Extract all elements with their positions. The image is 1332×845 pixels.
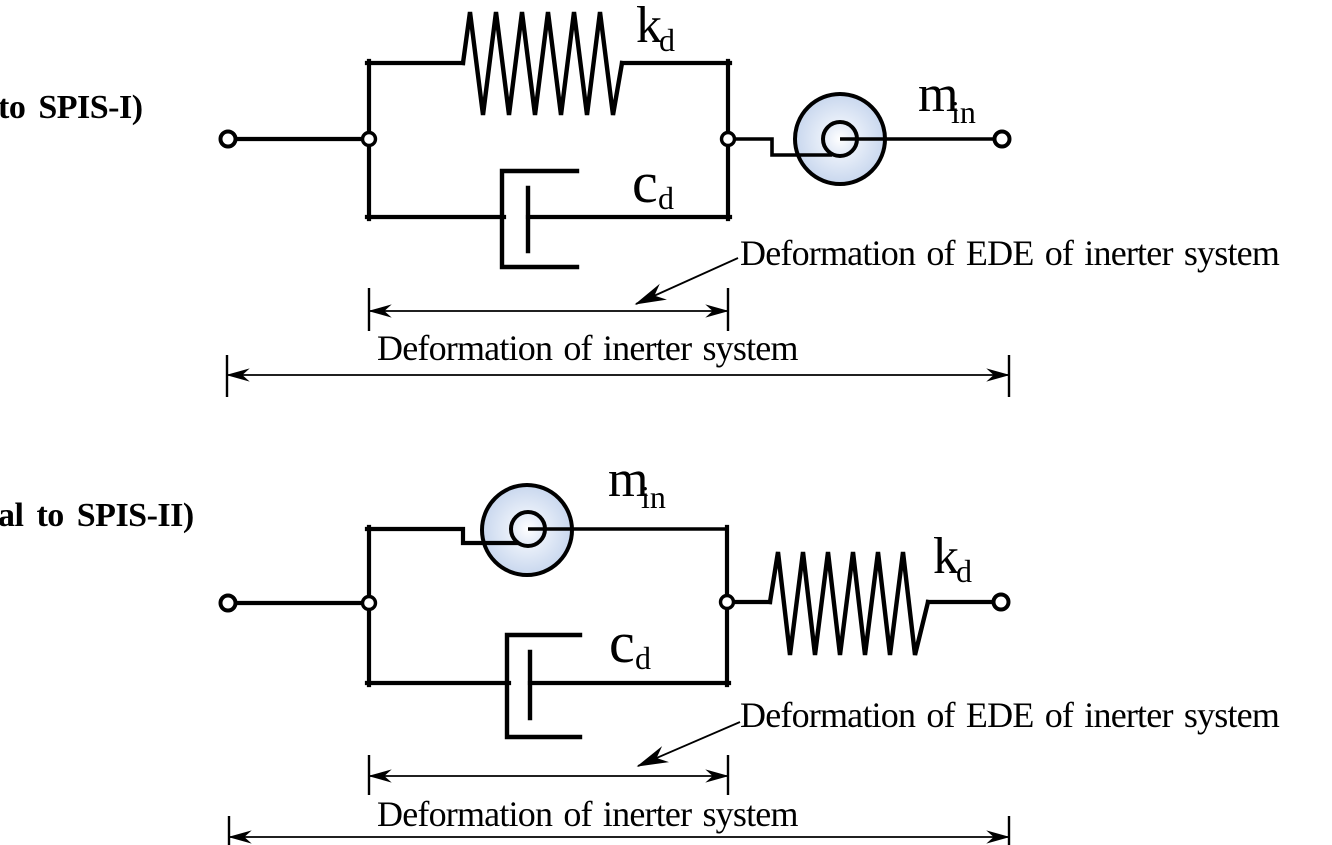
- spring-label-sub: d: [956, 553, 972, 589]
- left-terminal-node: [218, 129, 238, 149]
- spis-i-title: to SPIS-I): [0, 89, 143, 126]
- damper-label-sub: d: [635, 640, 651, 676]
- right-terminal-node: [991, 592, 1011, 612]
- spring-label: k: [933, 528, 959, 585]
- total-dimension-label: Deformation of inerter system: [377, 328, 798, 368]
- spis-i-diagram: to SPIS-I) k d c d m in Deformation of E…: [0, 0, 1281, 397]
- damper-cylinder: [504, 632, 583, 740]
- spring-symbol: [460, 11, 625, 116]
- ede-dimension-label: Deformation of EDE of inerter system: [740, 695, 1280, 735]
- inerter-label-sub: in: [641, 479, 666, 515]
- spring-label-sub: d: [659, 22, 675, 58]
- right-terminal-node: [992, 129, 1012, 149]
- spis-ii-diagram: al to SPIS-II) m in c d k d Deformation …: [0, 451, 1281, 845]
- spring-symbol: [767, 551, 931, 656]
- inerter-label: m: [918, 66, 958, 123]
- spis-ii-title: al to SPIS-II): [0, 497, 194, 534]
- inerter-link-wire: [734, 137, 832, 157]
- damper-label: c: [609, 610, 635, 675]
- left-junction-node: [360, 594, 378, 612]
- inerter-label: m: [608, 451, 648, 508]
- inerter-label-sub: in: [951, 94, 976, 130]
- inerter-top-rail: [364, 526, 523, 546]
- damper-label-sub: d: [658, 180, 674, 216]
- ede-leader-arrow: [634, 257, 739, 305]
- spring-label: k: [636, 0, 662, 54]
- right-junction-node: [718, 593, 736, 611]
- left-junction-node: [360, 130, 378, 148]
- total-dimension-label: Deformation of inerter system: [377, 794, 798, 834]
- damper-label: c: [632, 150, 658, 215]
- ede-dimension-label: Deformation of EDE of inerter system: [740, 233, 1280, 273]
- left-terminal-node: [218, 593, 238, 613]
- damper-cylinder: [499, 168, 580, 270]
- right-junction-node: [719, 130, 737, 148]
- ede-leader-arrow: [636, 721, 741, 767]
